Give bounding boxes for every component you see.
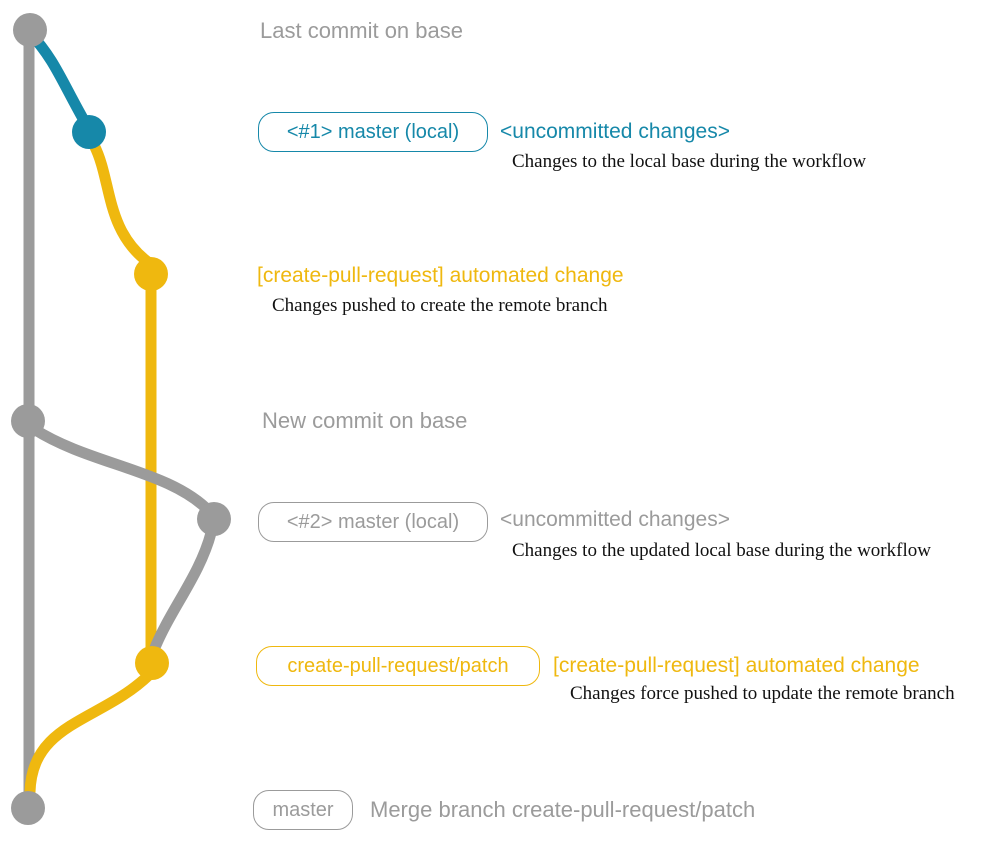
local-change-1-curve <box>24 27 92 130</box>
last-commit-heading: Last commit on base <box>260 18 463 43</box>
branch-badge-patch: create-pull-request/patch <box>256 646 540 686</box>
automated-change-label-2: [create-pull-request] automated change <box>553 654 920 677</box>
uncommitted-1-node <box>72 115 106 149</box>
uncommitted-changes-label-1: <uncommitted changes> <box>500 120 730 143</box>
patch-branch-out-curve <box>88 139 154 268</box>
merge-heading: Merge branch create-pull-request/patch <box>370 797 756 822</box>
local-change-2-curve <box>148 527 217 656</box>
caption-force-pushed: Changes force pushed to update the remot… <box>570 683 955 704</box>
new-commit-heading: New commit on base <box>262 408 468 433</box>
new-commit-node <box>11 404 45 438</box>
caption-updated-base: Changes to the updated local base during… <box>512 540 931 561</box>
uncommitted-changes-label-2: <uncommitted changes> <box>500 508 730 531</box>
patch-commit-2-node <box>135 646 169 680</box>
caption-local-base: Changes to the local base during the wor… <box>512 151 867 172</box>
last-commit-node <box>13 13 47 47</box>
caption-pushed-create: Changes pushed to create the remote bran… <box>272 295 608 316</box>
branch-badge-master-local-1: <#1> master (local) <box>258 112 488 152</box>
automated-change-label-1: [create-pull-request] automated change <box>257 264 624 287</box>
merge-commit-node <box>11 791 45 825</box>
patch-commit-1-node <box>134 257 168 291</box>
rebase-curve <box>28 423 216 518</box>
branch-badge-master-local-2: <#2> master (local) <box>258 502 488 542</box>
uncommitted-2-node <box>197 502 231 536</box>
merge-curve <box>24 669 155 798</box>
branch-badge-master: master <box>253 790 353 830</box>
